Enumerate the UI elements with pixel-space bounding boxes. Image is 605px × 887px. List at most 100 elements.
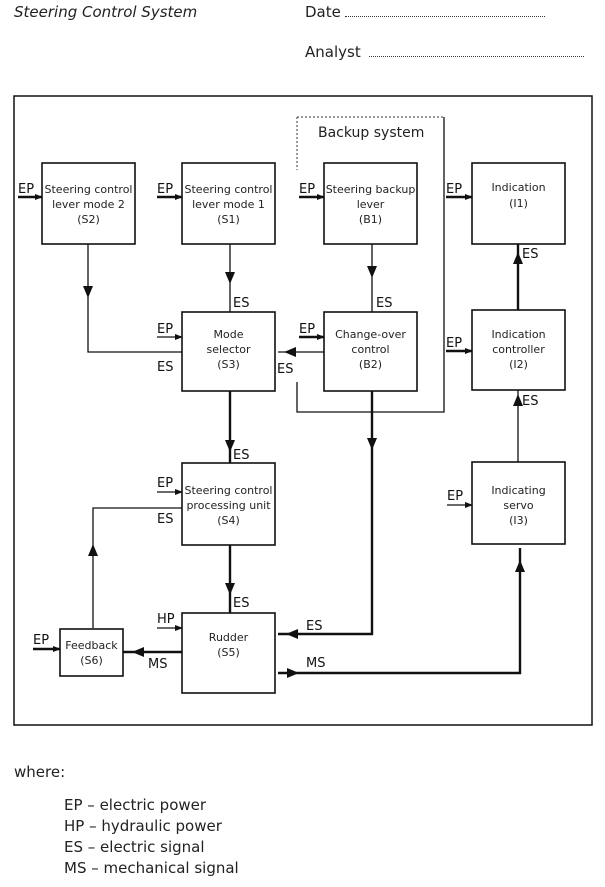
legend-item: HP – hydraulic power [64, 817, 222, 835]
block-b2-line2: control [351, 343, 389, 356]
label-es-s4-s5: ES [233, 596, 249, 611]
system-boundary [13, 95, 593, 726]
legend-code: ES [64, 838, 83, 856]
label-hp: HP [157, 612, 175, 627]
input-ep-b1: EP [299, 182, 325, 200]
block-i3-line2: servo [503, 499, 534, 512]
label-ms-s5-i3: MS [306, 656, 325, 671]
arrow-i3-i2 [513, 394, 523, 406]
label-ep: EP [157, 476, 173, 491]
date-blank[interactable] [344, 6, 545, 17]
block-s5-line1: Rudder [209, 631, 249, 644]
block-b2[interactable]: Change-over control (B2) [323, 311, 418, 392]
label-ep: EP [33, 633, 49, 648]
legend-meaning: hydraulic power [101, 817, 222, 835]
arrow-i2-i1 [513, 252, 523, 264]
arrow-s6-s4 [88, 544, 98, 556]
label-ep: EP [299, 182, 315, 197]
block-s1-line2: lever mode 1 [192, 198, 265, 211]
block-i2[interactable]: Indication controller (I2) [471, 309, 566, 391]
page-title: Steering Control System [14, 3, 198, 21]
legend-item: MS – mechanical signal [64, 859, 239, 877]
legend-code: MS [64, 859, 87, 877]
block-i3[interactable]: Indicating servo (I3) [471, 461, 566, 545]
block-s4-line1: Steering control [185, 484, 273, 497]
block-b2-line1: Change-over [335, 328, 406, 341]
arrow-b2-s3 [284, 347, 296, 357]
input-ep-s1: EP [157, 182, 183, 200]
block-s3-id: (S3) [217, 358, 240, 371]
legend-meaning: mechanical signal [103, 859, 239, 877]
block-i2-id: (I2) [509, 358, 528, 371]
arrow-s5-i3 [515, 560, 525, 572]
arrow-s1-s3 [225, 272, 235, 284]
block-s6-line1: Feedback [65, 639, 118, 652]
block-s2-line1: Steering control [45, 183, 133, 196]
arrow-s5-s6 [132, 647, 144, 657]
block-s2-id: (S2) [77, 213, 100, 226]
block-b2-id: (B2) [359, 358, 382, 371]
analyst-field[interactable]: Analyst [305, 43, 584, 61]
block-s3[interactable]: Mode selector (S3) [181, 311, 276, 392]
arrow-b1-b2 [367, 266, 377, 278]
legend-meaning: electric signal [100, 838, 205, 856]
block-s1-line1: Steering control [185, 183, 273, 196]
label-ep: EP [446, 182, 462, 197]
input-hp-s5: HP [157, 612, 183, 631]
label-es-b2-s3: ES [277, 362, 293, 377]
block-s4-line2: processing unit [186, 499, 271, 512]
legend-item: ES – electric signal [64, 838, 205, 856]
block-s4-id: (S4) [217, 514, 240, 527]
date-field[interactable]: Date [305, 3, 545, 21]
block-i1-id: (I1) [509, 197, 528, 210]
analyst-blank[interactable] [368, 46, 584, 57]
block-s4[interactable]: Steering control processing unit (S4) [181, 462, 276, 546]
label-es-i2-i1: ES [522, 247, 538, 262]
legend: EP – electric power HP – hydraulic power… [64, 795, 239, 879]
block-i1[interactable]: Indication (I1) [471, 162, 566, 245]
label-ep: EP [447, 489, 463, 504]
label-es-s1-s3: ES [233, 296, 249, 311]
legend-meaning: electric power [99, 796, 207, 814]
label-ep: EP [18, 182, 34, 197]
wire-s6-s4 [92, 507, 182, 628]
block-s6[interactable]: Feedback (S6) [59, 628, 124, 677]
label-ep: EP [299, 322, 315, 337]
block-s5[interactable]: Rudder (S5) [181, 612, 276, 694]
analyst-label: Analyst [305, 43, 361, 61]
label-ep: EP [446, 336, 462, 351]
block-b1-line1: Steering backup [326, 183, 416, 196]
block-i1-line1: Indication [491, 181, 545, 194]
block-i2-line1: Indication [491, 328, 545, 341]
backup-system-label: Backup system [318, 125, 424, 141]
arrow-s3-s4 [225, 440, 235, 452]
block-s2[interactable]: Steering control lever mode 2 (S2) [41, 162, 136, 245]
block-s2-line2: lever mode 2 [52, 198, 125, 211]
input-ep-i2: EP [446, 336, 473, 354]
block-s5-id: (S5) [217, 646, 240, 659]
block-i3-line1: Indicating [491, 484, 545, 497]
block-s1[interactable]: Steering control lever mode 1 (S1) [181, 162, 276, 245]
label-es-s3-s4: ES [233, 448, 249, 463]
block-i3-id: (I3) [509, 514, 528, 527]
arrow-s4-s5 [225, 583, 235, 595]
input-ep-i1: EP [446, 182, 473, 200]
arrow-s2-s3 [83, 286, 93, 298]
arrow-b2-down [367, 438, 377, 450]
block-s3-line2: selector [207, 343, 251, 356]
legend-code: HP [64, 817, 85, 835]
block-s6-id: (S6) [80, 654, 103, 667]
block-b1-line2: lever [357, 198, 385, 211]
input-ep-s3: EP [157, 322, 183, 340]
block-b1[interactable]: Steering backup lever (B1) [323, 162, 418, 245]
wire-s2-s3 [87, 244, 182, 353]
block-b1-id: (B1) [359, 213, 382, 226]
input-ep-i3: EP [447, 489, 473, 508]
label-es-s2-s3: ES [157, 360, 173, 375]
block-s1-id: (S1) [217, 213, 240, 226]
legend-item: EP – electric power [64, 796, 207, 814]
input-ep-b2: EP [299, 322, 325, 340]
label-es-b1-b2: ES [376, 296, 392, 311]
wire-b2-s5 [278, 391, 374, 636]
